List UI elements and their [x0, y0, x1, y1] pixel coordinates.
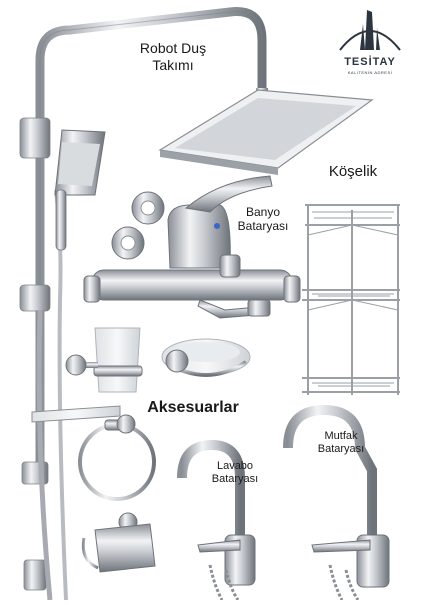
soap-dish: [161, 338, 251, 377]
kitchen-mixer: [283, 404, 390, 601]
robot-shower-set: [19, 7, 374, 601]
rain-shower-head: [158, 88, 374, 175]
label-mutfak-line2: Bataryası: [317, 443, 365, 456]
wall-flanges: [111, 191, 165, 260]
tower-logo-icon: [339, 10, 401, 51]
hand-shower: [54, 129, 106, 251]
label-bath-mixer: Banyo Bataryası: [228, 205, 298, 234]
label-lavabo-line1: Lavabo: [216, 460, 254, 472]
label-basin-mixer: Lavabo Bataryası: [200, 460, 270, 486]
toothbrush-holder: [65, 327, 143, 393]
label-robot-shower: Robot Duş Takımı: [118, 40, 228, 74]
label-mutfak-line1: Mutfak: [324, 430, 358, 442]
brand-logo: TESİTAY KALİTENİN ADRESİ: [332, 6, 408, 86]
label-accessories: Aksesuarlar: [147, 399, 239, 416]
label-robot-line1: Robot Duş: [139, 40, 207, 56]
label-robot-line2: Takımı: [152, 56, 194, 73]
toilet-paper-holder: [81, 512, 156, 573]
brand-tagline: KALİTENİN ADRESİ: [347, 70, 393, 75]
towel-ring: [78, 414, 156, 501]
bath-mixer: [83, 175, 301, 319]
basin-mixer: [177, 439, 256, 601]
brand-name: TESİTAY: [344, 56, 396, 68]
small-shelf: [31, 405, 121, 423]
label-banyo-line1: Banyo: [245, 205, 281, 219]
label-kitchen-mixer: Mutfak Bataryası: [306, 430, 376, 456]
label-lavabo-line2: Bataryası: [211, 473, 259, 486]
label-banyo-line2: Bataryası: [237, 219, 289, 234]
corner-shelf: [302, 204, 400, 395]
label-corner-shelf: Köşelik: [328, 163, 378, 180]
